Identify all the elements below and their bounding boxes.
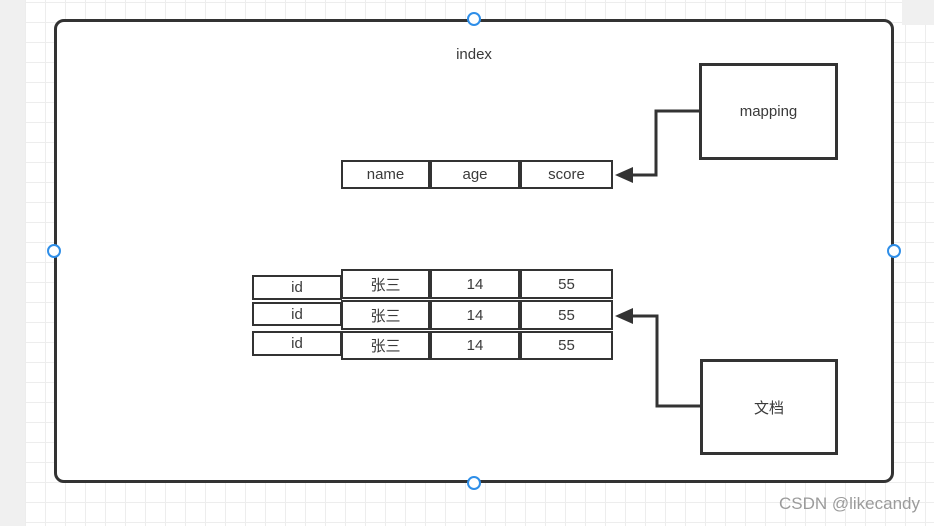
row2-id-label: id xyxy=(291,305,303,323)
canvas-gutter-top-right xyxy=(902,0,934,25)
row1-cell-score-label: 55 xyxy=(558,275,575,293)
row1-id-label: id xyxy=(291,279,303,296)
row1-cell-age[interactable]: 14 xyxy=(430,269,520,299)
header-cell-age-label: age xyxy=(462,166,488,183)
row2-cell-name[interactable]: 张三 xyxy=(341,300,430,330)
header-cell-score[interactable]: score xyxy=(520,160,613,189)
mapping-shape[interactable]: mapping xyxy=(699,63,838,160)
row1-id-box[interactable]: id xyxy=(252,275,342,300)
index-shape-label: index xyxy=(456,45,492,63)
header-cell-age[interactable]: age xyxy=(430,160,520,189)
row3-cell-score[interactable]: 55 xyxy=(520,331,613,360)
row2-cell-score-label: 55 xyxy=(558,306,575,324)
row3-cell-name-label: 张三 xyxy=(370,338,401,355)
row1-cell-age-label: 14 xyxy=(466,275,484,293)
selection-handle-bottom-icon[interactable] xyxy=(467,476,481,490)
row2-cell-age[interactable]: 14 xyxy=(430,300,520,330)
selection-handle-left-icon[interactable] xyxy=(47,244,61,258)
csdn-watermark: CSDN @likecandy xyxy=(778,494,920,513)
row1-cell-score[interactable]: 55 xyxy=(520,269,613,299)
document-shape[interactable]: 文档 xyxy=(700,359,838,455)
selection-handle-right-icon[interactable] xyxy=(887,244,901,258)
document-shape-label: 文档 xyxy=(753,399,784,417)
canvas-gutter-left xyxy=(0,0,25,526)
row1-cell-name-label: 张三 xyxy=(370,276,401,294)
row1-cell-name[interactable]: 张三 xyxy=(341,269,430,299)
row2-cell-score[interactable]: 55 xyxy=(520,300,613,330)
row2-cell-name-label: 张三 xyxy=(370,307,401,325)
header-cell-name[interactable]: name xyxy=(341,160,430,189)
header-cell-score-label: score xyxy=(548,166,585,183)
row3-cell-score-label: 55 xyxy=(558,337,575,354)
row2-id-box[interactable]: id xyxy=(252,302,342,326)
row3-cell-name[interactable]: 张三 xyxy=(341,331,430,360)
selection-handle-top-icon[interactable] xyxy=(467,12,481,26)
row3-cell-age-label: 14 xyxy=(466,337,484,354)
row2-cell-age-label: 14 xyxy=(466,306,484,324)
header-cell-name-label: name xyxy=(366,166,405,183)
row3-id-box[interactable]: id xyxy=(252,331,342,356)
mapping-shape-label: mapping xyxy=(739,103,798,120)
row3-cell-age[interactable]: 14 xyxy=(430,331,520,360)
row3-id-label: id xyxy=(291,335,303,352)
